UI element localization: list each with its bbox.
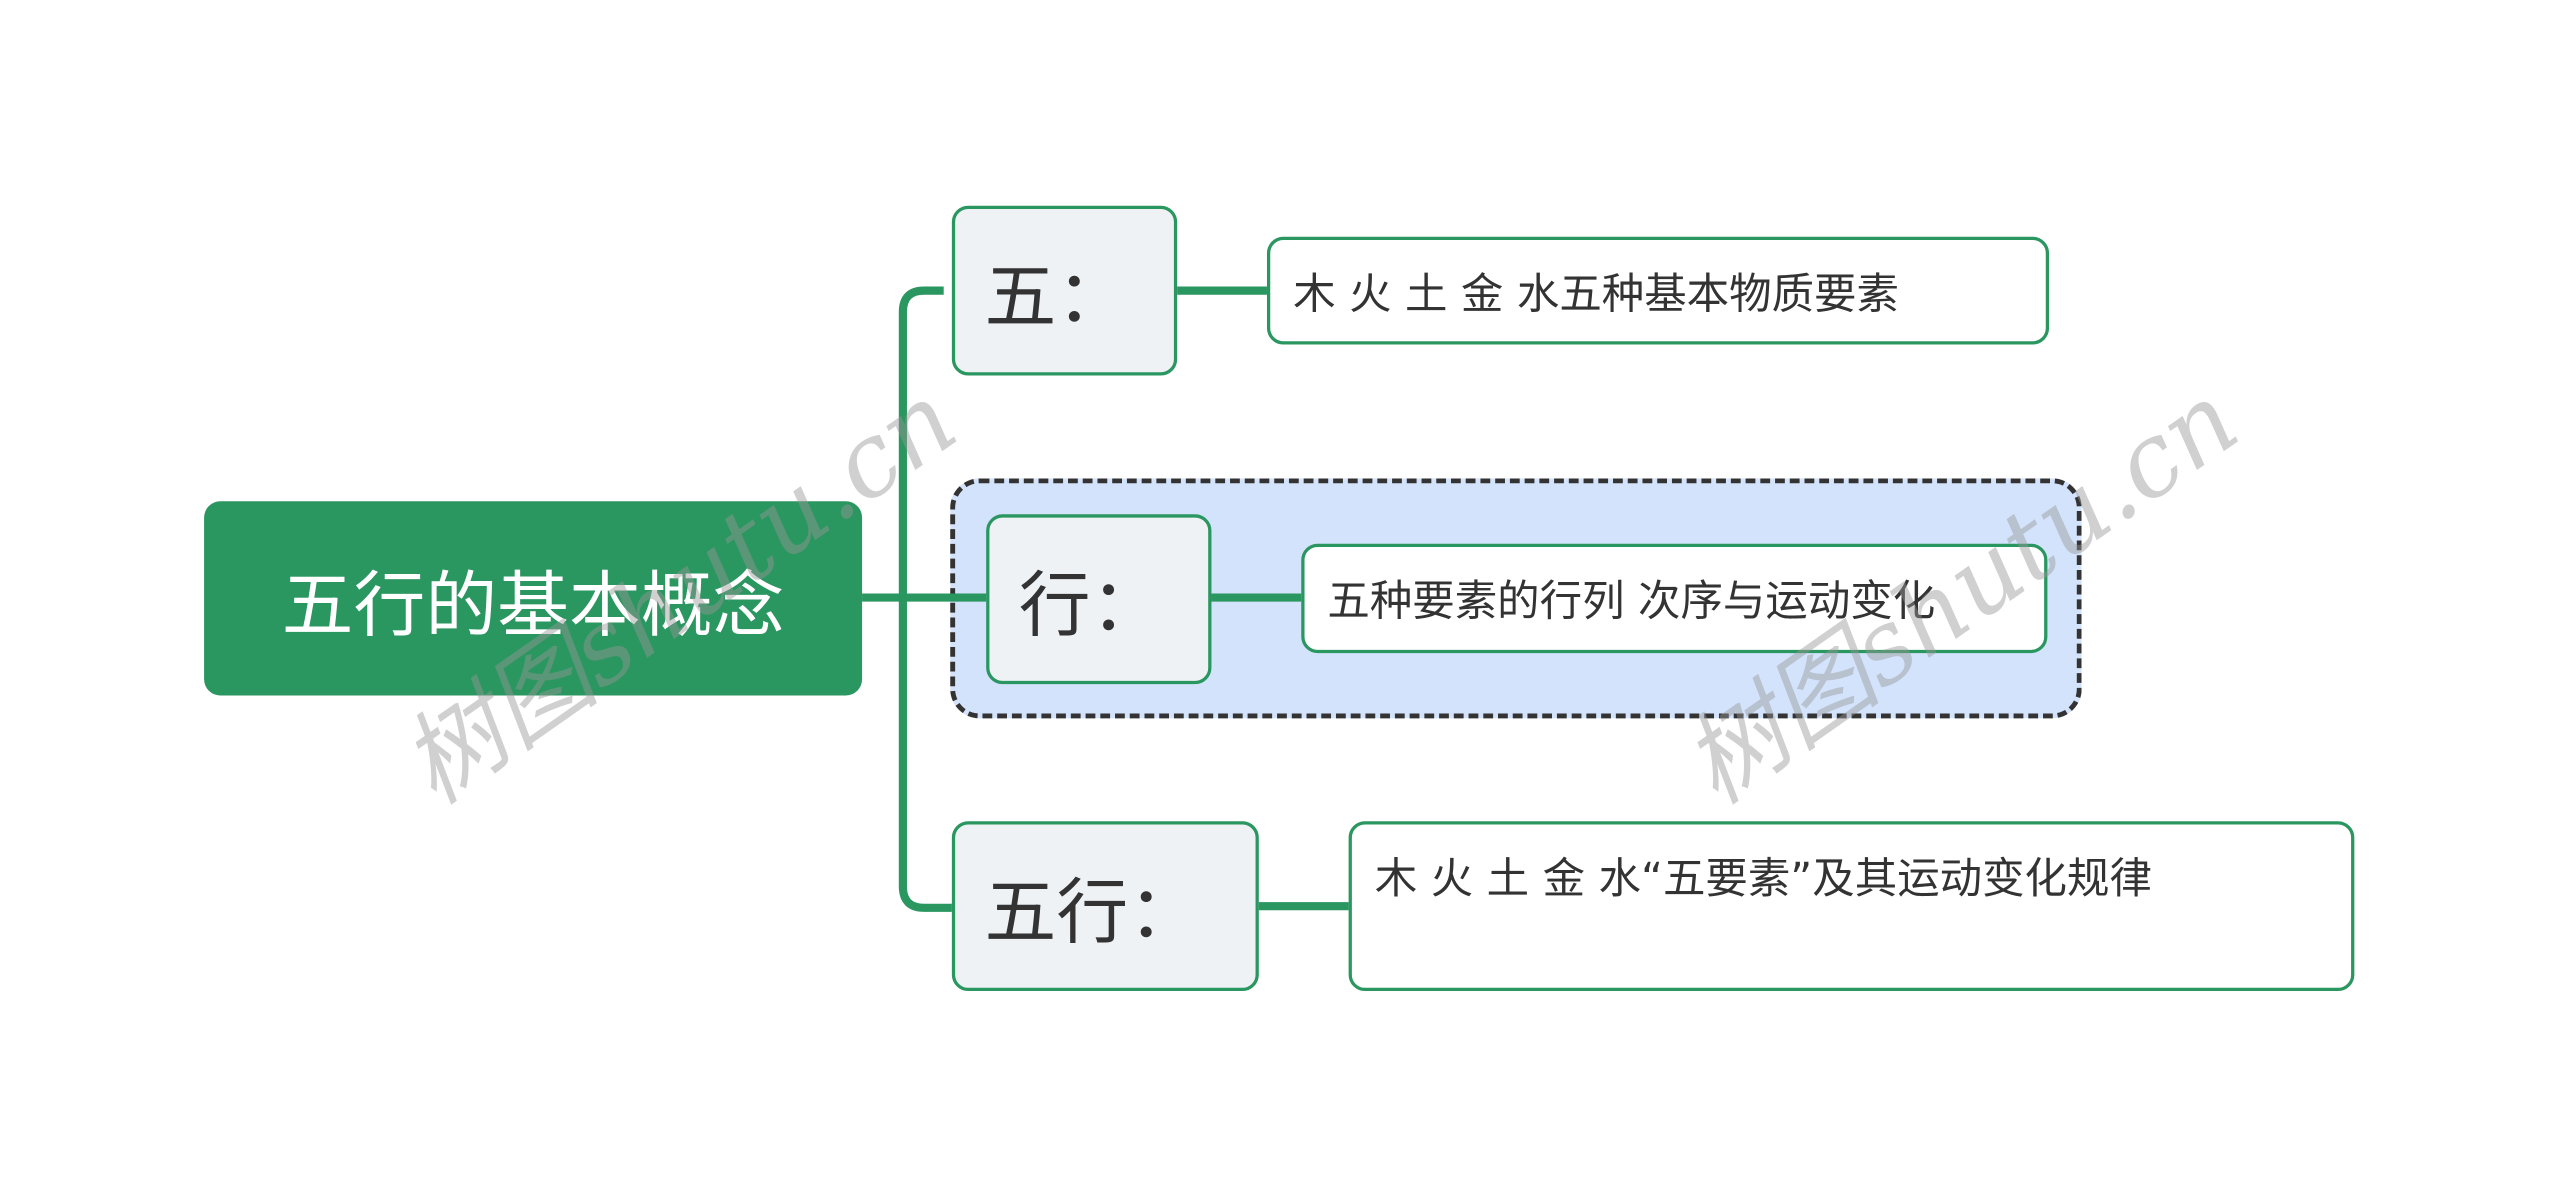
branch-node-wu[interactable]: 五： — [951, 205, 1178, 376]
branch-node-wuxing[interactable]: 五行： — [951, 821, 1259, 992]
leaf-node-xing[interactable]: 五种要素的行列 次序与运动变化 — [1301, 543, 2048, 654]
leaf-node-wuxing[interactable]: 木 火 土 金 水“五要素”及其运动变化规律 — [1348, 821, 2355, 992]
connector-trunk — [898, 286, 952, 912]
root-node[interactable]: 五行的基本概念 — [204, 501, 863, 696]
branch-label: 五： — [984, 256, 1129, 340]
leaf-label: 木 火 土 金 水五种基本物质要素 — [1293, 270, 1899, 320]
leaf-label: 五种要素的行列 次序与运动变化 — [1327, 577, 1936, 627]
branch-label: 行： — [1018, 564, 1163, 649]
leaf-label: 木 火 土 金 水“五要素”及其运动变化规律 — [1374, 855, 2152, 905]
root-label: 五行的基本概念 — [281, 564, 785, 648]
branch-node-xing[interactable]: 行： — [986, 514, 1212, 685]
leaf-node-wu[interactable]: 木 火 土 金 水五种基本物质要素 — [1266, 236, 2050, 345]
branch-label: 五行： — [984, 871, 1201, 956]
